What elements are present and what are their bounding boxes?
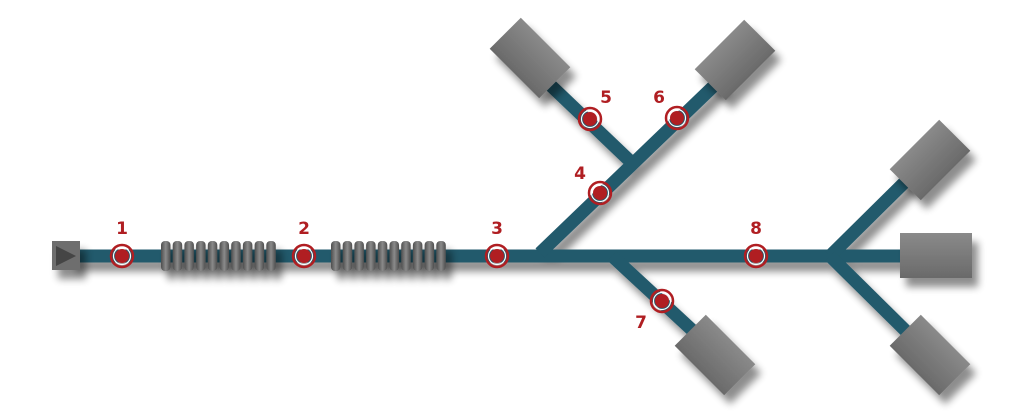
marker-dot — [297, 249, 311, 263]
marker-ring — [577, 106, 603, 132]
marker-ring-inner — [667, 108, 687, 128]
coil-segment — [184, 241, 194, 271]
coil-segment — [331, 241, 341, 271]
marker-ring — [484, 243, 510, 269]
marker-label: 6 — [653, 88, 665, 108]
coil-segment — [401, 241, 411, 271]
marker-dot — [749, 249, 763, 263]
marker-dot — [670, 111, 684, 125]
coil-segment — [161, 241, 171, 271]
marker-ring-inner — [112, 246, 132, 266]
pipes — [70, 75, 920, 347]
marker-label: 3 — [491, 219, 503, 239]
coil-segment — [389, 241, 399, 271]
end-station-right-down — [889, 314, 971, 396]
components — [52, 17, 972, 396]
coil-group-1 — [161, 241, 276, 271]
coil-segment — [196, 241, 206, 271]
marker-8[interactable]: 8 — [743, 219, 769, 269]
coil-segment — [172, 241, 183, 271]
marker-ring — [291, 243, 317, 269]
coil-segment — [424, 241, 435, 271]
end-station-lower — [674, 314, 756, 396]
marker-ring — [587, 180, 613, 206]
marker-7[interactable]: 7 — [635, 288, 675, 333]
coil-segment — [354, 241, 364, 271]
end-station-upper-left — [489, 17, 571, 99]
branch-pipe-right-up — [825, 167, 920, 261]
marker-ring — [649, 288, 675, 314]
coil-segment — [412, 241, 423, 271]
marker-2[interactable]: 2 — [291, 219, 317, 269]
coil-segment — [342, 241, 353, 271]
marker-dot — [593, 186, 607, 200]
marker-3[interactable]: 3 — [484, 219, 510, 269]
coil-segment — [254, 241, 265, 271]
marker-1[interactable]: 1 — [109, 219, 135, 269]
coil-segment — [207, 241, 218, 271]
coil-segment — [219, 241, 229, 271]
marker-label: 5 — [600, 88, 612, 108]
marker-label: 7 — [635, 313, 647, 333]
end-station-right-up — [889, 119, 971, 201]
marker-ring — [743, 243, 769, 269]
end-station-upper-right — [694, 19, 776, 101]
marker-label: 8 — [750, 219, 762, 239]
marker-ring-inner — [652, 291, 672, 311]
marker-ring-inner — [294, 246, 314, 266]
marker-ring-inner — [580, 109, 600, 129]
marker-label: 2 — [298, 219, 310, 239]
branch-pipe-upper — [535, 75, 725, 258]
marker-dot — [115, 249, 129, 263]
end-station-right — [900, 233, 972, 278]
marker-dot — [655, 294, 669, 308]
marker-5[interactable]: 5 — [577, 88, 612, 132]
marker-dot — [490, 249, 504, 263]
marker-ring — [109, 243, 135, 269]
marker-ring — [664, 105, 690, 131]
markers: 1 2 3 4 5 6 7 8 — [109, 88, 769, 333]
coil-segment — [436, 241, 446, 271]
coil-segment — [242, 241, 253, 271]
marker-dot — [583, 112, 597, 126]
marker-6[interactable]: 6 — [653, 88, 690, 131]
marker-ring-inner — [487, 246, 507, 266]
marker-ring-inner — [746, 246, 766, 266]
coil-group-2 — [331, 241, 446, 271]
coil-segment — [377, 241, 388, 271]
marker-label: 1 — [116, 219, 128, 239]
branch-pipe-right-down — [825, 251, 920, 345]
source-triangle-icon — [56, 246, 76, 266]
marker-4[interactable]: 4 — [574, 164, 613, 206]
marker-label: 4 — [574, 164, 586, 184]
coil-segment — [266, 241, 276, 271]
coil-segment — [366, 241, 376, 271]
coil-segment — [231, 241, 241, 271]
marker-ring-inner — [590, 183, 610, 203]
